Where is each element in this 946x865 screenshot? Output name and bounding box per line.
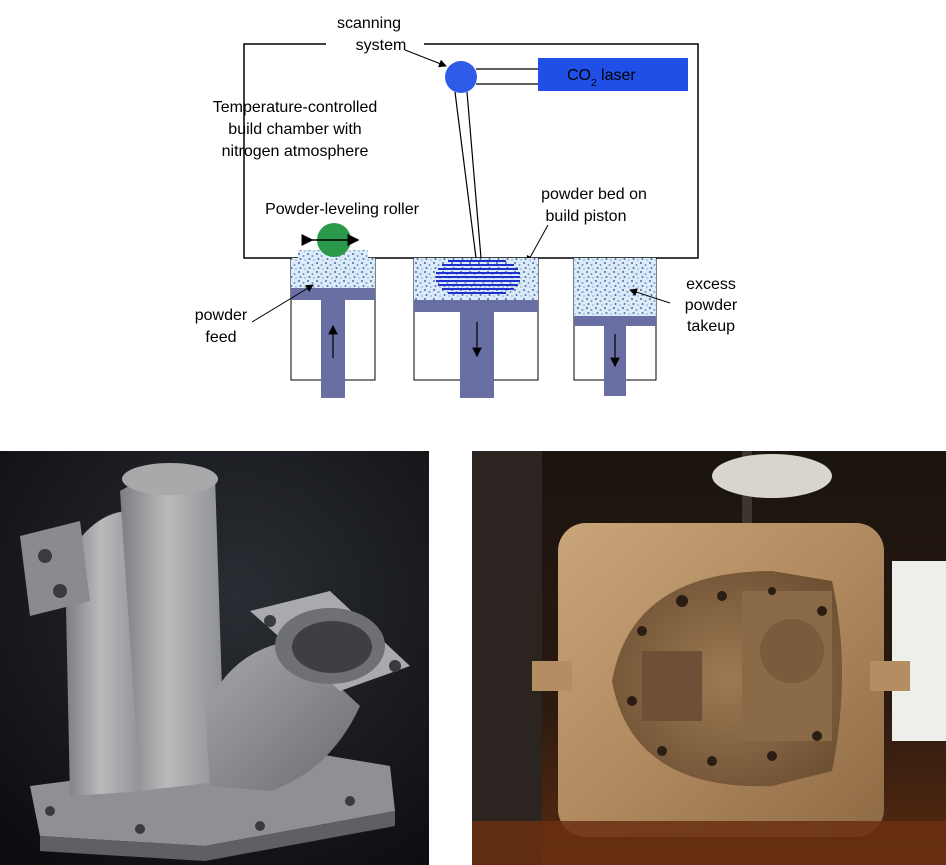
label-chamber-3: nitrogen atmosphere <box>222 143 369 160</box>
label-feed-2: feed <box>205 329 236 346</box>
label-chamber-1: Temperature-controlled <box>213 99 378 116</box>
scanning-mirror <box>445 61 477 93</box>
excess-piston-plate <box>574 316 656 326</box>
build-piston-plate <box>414 300 538 312</box>
co2-laser-label: CO2 laser <box>567 67 636 89</box>
feed-piston-plate <box>291 288 375 300</box>
scan-beam-right <box>466 91 482 259</box>
label-scanning: scanning <box>337 15 401 32</box>
sls-process-diagram: CO2 laser scanning system Temperature-co… <box>195 15 738 398</box>
feed-powder <box>291 258 375 288</box>
scan-beam-left <box>454 91 477 259</box>
excess-powder <box>574 258 656 316</box>
label-bed-2: build piston <box>546 208 627 225</box>
label-bed-1: powder bed on <box>541 186 647 203</box>
sintered-layers <box>436 260 520 294</box>
sintered-manifold-photo <box>0 451 429 865</box>
leader-feed <box>251 284 314 323</box>
leader-excess <box>629 288 671 304</box>
label-feed-1: powder <box>195 307 248 324</box>
co2-laser-box <box>538 58 688 91</box>
label-roller: Powder-leveling roller <box>265 201 420 218</box>
label-excess-1: excess <box>686 276 736 293</box>
label-excess-3: takeup <box>687 318 735 335</box>
label-excess-2: powder <box>685 297 738 314</box>
label-system: system <box>356 37 407 54</box>
leader-bed <box>526 224 549 264</box>
leader-scanning <box>404 49 447 68</box>
die-casting-mold-photo <box>472 451 946 865</box>
label-chamber-2: build chamber with <box>228 121 361 138</box>
